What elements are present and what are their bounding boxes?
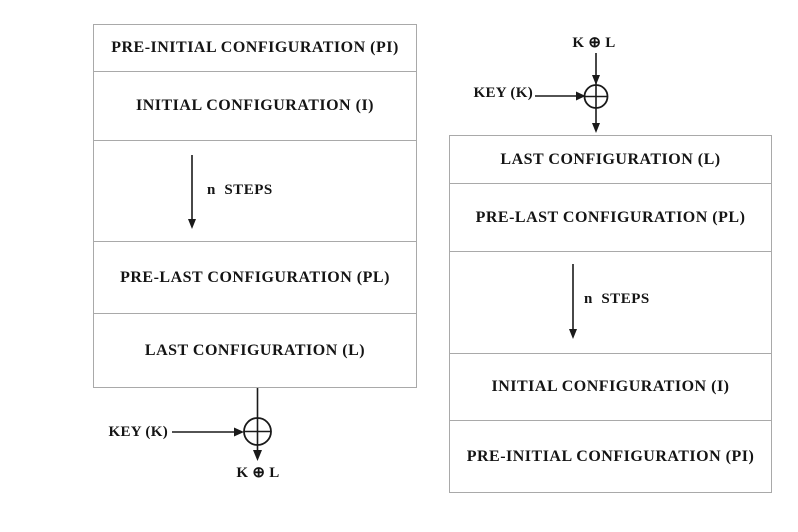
left-config-stack: PRE-INITIAL CONFIGURATION (PI) INITIAL C…	[93, 24, 417, 388]
xor-input-label-right: K ⊕ L	[572, 35, 616, 51]
n-steps-label: n STEPS	[207, 182, 273, 198]
box-pre-initial-left: PRE-INITIAL CONFIGURATION (PI)	[94, 25, 416, 71]
arrowhead-down-icon	[592, 75, 600, 85]
box-initial-right: INITIAL CONFIGURATION (I)	[450, 353, 771, 420]
n-steps-section-right: n STEPS	[450, 251, 771, 353]
box-pre-last-left: PRE-LAST CONFIGURATION (PL)	[94, 241, 416, 313]
left-xor-connector	[172, 388, 272, 461]
box-label: INITIAL CONFIGURATION (I)	[491, 378, 730, 395]
arrowhead-down-icon	[592, 123, 600, 133]
box-label: PRE-INITIAL CONFIGURATION (PI)	[466, 447, 755, 465]
box-last-right: LAST CONFIGURATION (L)	[450, 136, 771, 183]
box-label: PRE-INITIAL CONFIGURATION (PI)	[111, 39, 399, 56]
box-last-left: LAST CONFIGURATION (L)	[94, 313, 416, 387]
right-config-stack: LAST CONFIGURATION (L) PRE-LAST CONFIGUR…	[449, 135, 772, 493]
down-arrow-icon	[188, 155, 196, 229]
n-steps-label: n STEPS	[584, 291, 650, 307]
box-label: LAST CONFIGURATION (L)	[144, 341, 366, 359]
key-label-right: KEY (K)	[473, 85, 533, 101]
n-steps-section-left: n STEPS	[94, 140, 416, 241]
box-pre-last-right: PRE-LAST CONFIGURATION (PL)	[450, 183, 771, 251]
down-arrow-icon	[569, 264, 577, 339]
key-label-left: KEY (K)	[108, 424, 168, 440]
arrowhead-right-icon	[234, 427, 244, 437]
box-label: INITIAL CONFIGURATION (I)	[135, 97, 374, 114]
box-pre-initial-right: PRE-INITIAL CONFIGURATION (PI)	[450, 420, 771, 492]
xor-circle-icon	[243, 417, 272, 446]
box-initial-left: INITIAL CONFIGURATION (I)	[94, 71, 416, 140]
right-xor-connector	[535, 53, 609, 133]
xor-circle-icon	[583, 84, 609, 109]
box-label: LAST CONFIGURATION (L)	[500, 150, 721, 168]
arrowhead-right-icon	[576, 91, 586, 101]
arrowhead-down-icon	[253, 450, 262, 461]
box-label: PRE-LAST CONFIGURATION (PL)	[475, 208, 746, 226]
box-label: PRE-LAST CONFIGURATION (PL)	[120, 268, 390, 286]
xor-output-label-left: K ⊕ L	[236, 465, 280, 481]
